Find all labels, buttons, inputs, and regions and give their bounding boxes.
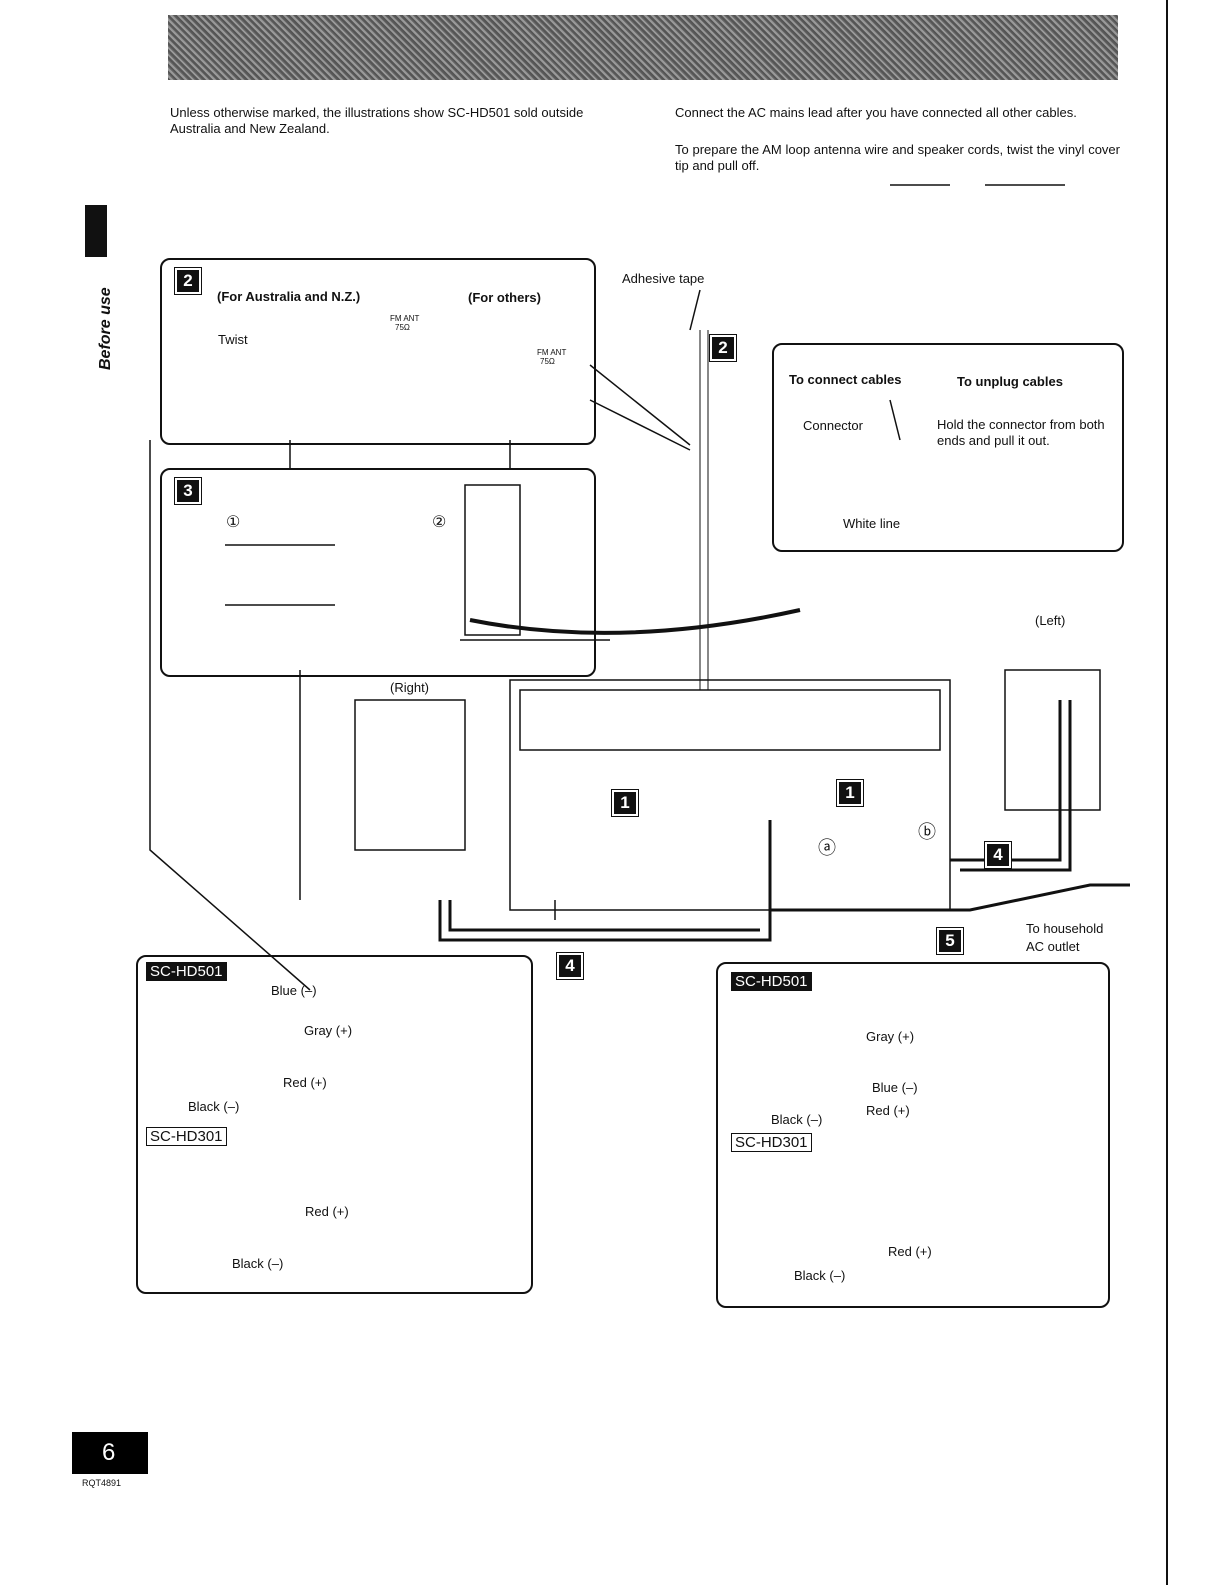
label-australia: (For Australia and N.Z.) (217, 289, 361, 304)
label-red-r: Red (+) (866, 1103, 910, 1118)
step-5-badge: 5 (936, 927, 964, 955)
label-red-hd301: Red (+) (305, 1204, 349, 1219)
label-circle-2: ② (432, 514, 447, 531)
label-blue: Blue (–) (271, 983, 317, 998)
label-hold: Hold the connector from both ends and pu… (937, 417, 1105, 448)
label-gray-r: Gray (+) (866, 1029, 915, 1044)
label-circle-1: ① (226, 514, 241, 531)
box-connector (772, 343, 1124, 552)
model-badge-hd301-left: SC-HD301 (146, 1127, 227, 1146)
model-badge-hd301-right: SC-HD301 (731, 1133, 812, 1152)
step-2-badge-main: 2 (709, 334, 737, 362)
label-red-hd301-r: Red (+) (888, 1244, 932, 1259)
label-left-speaker: (Left) (1035, 613, 1066, 628)
label-gray: Gray (+) (304, 1023, 353, 1038)
label-twist: Twist (218, 332, 248, 347)
label-fm-ant-2: FM ANT (537, 348, 567, 357)
label-ohm-1: 75Ω (395, 323, 410, 332)
label-black-hd301-r: Black (–) (794, 1268, 846, 1283)
intro-right-2: To prepare the AM loop antenna wire and … (675, 142, 1120, 173)
box-main-unit-detail (716, 962, 1110, 1308)
step-3-badge: 3 (174, 477, 202, 505)
step-4-badge-a: 4 (984, 841, 1012, 869)
box-speaker-right-detail (136, 955, 533, 1294)
header-banner (168, 15, 1118, 80)
label-black-r: Black (–) (771, 1112, 823, 1127)
label-others: (For others) (468, 290, 541, 305)
label-white-line: White line (843, 516, 901, 531)
label-a: ⓐ (818, 838, 836, 858)
label-fm-ant-1: FM ANT (390, 314, 420, 323)
step-4-badge-b: 4 (556, 952, 584, 980)
label-black: Black (–) (188, 1099, 240, 1114)
label-ohm-2: 75Ω (540, 357, 555, 366)
page-edge-line (1166, 0, 1168, 1585)
label-right-speaker: (Right) (390, 680, 430, 695)
step-1-badge-a: 1 (611, 789, 639, 817)
label-black-hd301: Black (–) (232, 1256, 284, 1271)
step-2-badge: 2 (174, 267, 202, 295)
intro-right-1: Connect the AC mains lead after you have… (675, 105, 1077, 120)
box-am-antenna (160, 468, 596, 677)
model-badge-hd501-left: SC-HD501 (146, 962, 227, 981)
step-1-badge-b: 1 (836, 779, 864, 807)
section-marker (85, 205, 107, 257)
intro-left: Unless otherwise marked, the illustratio… (170, 105, 584, 136)
label-to-connect: To connect cables (789, 372, 902, 387)
model-badge-hd501-right: SC-HD501 (731, 972, 812, 991)
label-to-unplug: To unplug cables (957, 374, 1063, 389)
label-blue-r: Blue (–) (872, 1080, 918, 1095)
doc-code: RQT4891 (82, 1478, 122, 1488)
label-household-outlet: To household AC outlet (1026, 921, 1104, 954)
label-red: Red (+) (283, 1075, 327, 1090)
label-b: ⓑ (918, 822, 936, 842)
label-adhesive-tape: Adhesive tape (622, 271, 705, 286)
page-number: 6 (72, 1432, 148, 1474)
label-connector: Connector (803, 418, 863, 433)
box-fm-antenna (160, 258, 596, 445)
